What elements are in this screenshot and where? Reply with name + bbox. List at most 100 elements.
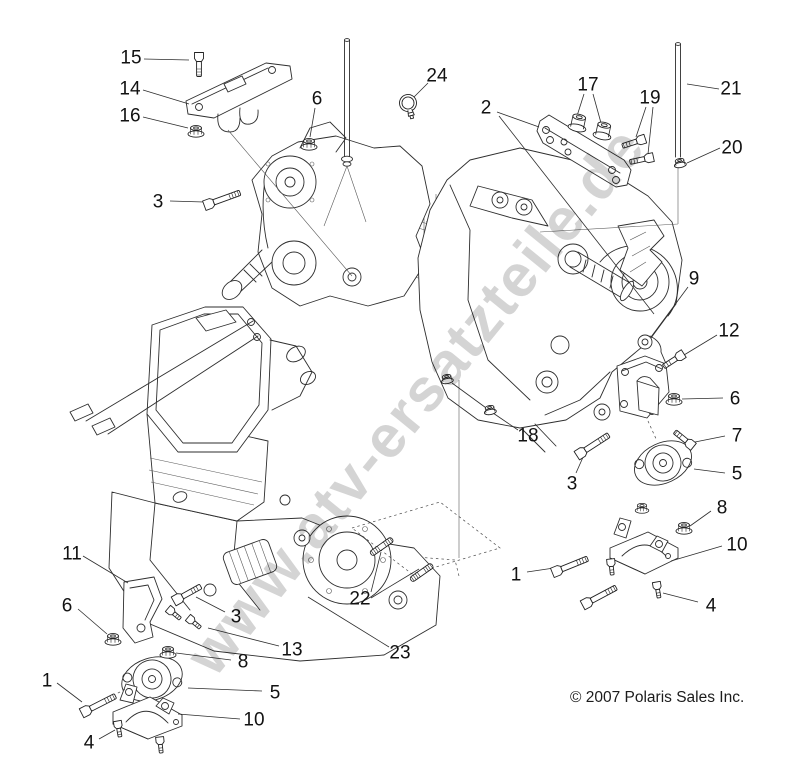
leader-line-18 (492, 412, 519, 431)
callout-7: 7 (732, 426, 743, 447)
callout-16: 16 (119, 106, 140, 127)
bolt-l-icon (573, 430, 612, 461)
callout-9: 9 (689, 269, 700, 290)
leader-line-3 (169, 200, 205, 203)
nut-f-icon (300, 138, 318, 151)
front-gearcase (221, 121, 431, 307)
leader-line-4 (98, 729, 116, 740)
callout-20: 20 (721, 138, 742, 159)
callout-4: 4 (706, 596, 717, 617)
leader-line-20 (686, 147, 721, 164)
leader-line-6 (309, 107, 316, 138)
leader-line-23 (307, 596, 390, 648)
screw-s-icon (606, 558, 617, 576)
bolt-l-icon (78, 691, 119, 719)
callout-1: 1 (42, 671, 53, 692)
callout-10: 10 (726, 535, 747, 556)
copyright-text: © 2007 Polaris Sales Inc. (570, 689, 744, 706)
leader-line-17 (592, 93, 602, 124)
nut-f-icon (665, 393, 683, 406)
nut-f-icon (187, 125, 205, 138)
bolt-l-icon (579, 582, 619, 611)
callout-5: 5 (270, 683, 281, 704)
callout-4: 4 (84, 733, 95, 754)
callout-6: 6 (730, 389, 741, 410)
leader-line-3 (195, 596, 226, 613)
leader-lines (56, 58, 726, 740)
engine-mount-5-right (634, 440, 693, 486)
callout-6: 6 (312, 89, 323, 110)
bolt-l-icon (202, 187, 243, 211)
leader-line-12 (683, 334, 718, 356)
mount-bracket-10-right (609, 517, 679, 575)
callout-12: 12 (718, 321, 739, 342)
leader-line-13 (207, 627, 280, 647)
nut-f-icon (634, 503, 650, 514)
callout-6: 6 (62, 596, 73, 617)
callout-19: 19 (639, 88, 660, 109)
nut-s-icon (672, 157, 688, 170)
callout-13: 13 (281, 640, 302, 661)
leader-line-2 (498, 115, 655, 315)
callout-1: 1 (511, 565, 522, 586)
leader-line-7 (694, 435, 726, 443)
engine-mount-5-left (121, 656, 183, 702)
nut-f-icon (159, 646, 177, 659)
leader-line-22 (370, 568, 420, 599)
callout-3: 3 (153, 192, 164, 213)
callout-15: 15 (120, 48, 141, 69)
callout-18: 18 (517, 426, 538, 447)
mount-bracket-11 (122, 576, 163, 644)
leader-line-1 (56, 682, 83, 703)
leader-line-16 (142, 116, 189, 129)
callout-23: 23 (389, 643, 410, 664)
mount-bracket-10-left (112, 683, 183, 740)
leader-line-19 (635, 106, 647, 138)
leader-line-6 (77, 608, 108, 635)
nut-f-icon (104, 633, 122, 646)
leader-line-9 (650, 286, 689, 338)
leader-line-21 (686, 83, 720, 90)
assembly-reference-lines (107, 129, 679, 699)
through-rod-left (341, 38, 353, 167)
mount-bracket-9 (616, 334, 670, 419)
screw-s-icon (651, 580, 664, 599)
leader-line-2 (496, 111, 540, 128)
mount-plate-2 (536, 114, 632, 188)
callout-3: 3 (567, 474, 578, 495)
leader-line-11 (82, 555, 129, 584)
callout-8: 8 (717, 498, 728, 519)
bolt-l-icon (550, 553, 590, 578)
leader-line-14 (142, 89, 190, 105)
callout-11: 11 (62, 544, 82, 565)
leader-line-19 (647, 106, 654, 155)
callout-8: 8 (238, 652, 249, 673)
leader-line-10 (670, 545, 723, 562)
callout-21: 21 (720, 79, 741, 100)
leader-line-15 (143, 58, 190, 61)
callout-14: 14 (119, 79, 141, 100)
through-rod-right (675, 42, 681, 158)
leader-line-4 (662, 592, 699, 603)
callout-24: 24 (426, 66, 448, 87)
callout-17: 17 (577, 75, 598, 96)
callout-22: 22 (349, 589, 370, 610)
leader-line-17 (576, 93, 585, 117)
leader-line-8 (175, 652, 232, 661)
callout-10: 10 (243, 710, 264, 731)
mount-bracket-14 (185, 62, 293, 133)
transmission-assembly (417, 147, 683, 453)
leader-line-5 (693, 468, 726, 474)
leader-line-8 (689, 510, 712, 527)
stud-alignment-box (351, 501, 501, 575)
callout-5: 5 (732, 464, 743, 485)
leader-line-1 (526, 567, 555, 573)
clamp-icon (397, 92, 421, 122)
callout-2: 2 (481, 98, 492, 119)
screw-s-icon (155, 736, 166, 754)
leader-line-24 (413, 82, 429, 98)
callout-3: 3 (231, 607, 242, 628)
